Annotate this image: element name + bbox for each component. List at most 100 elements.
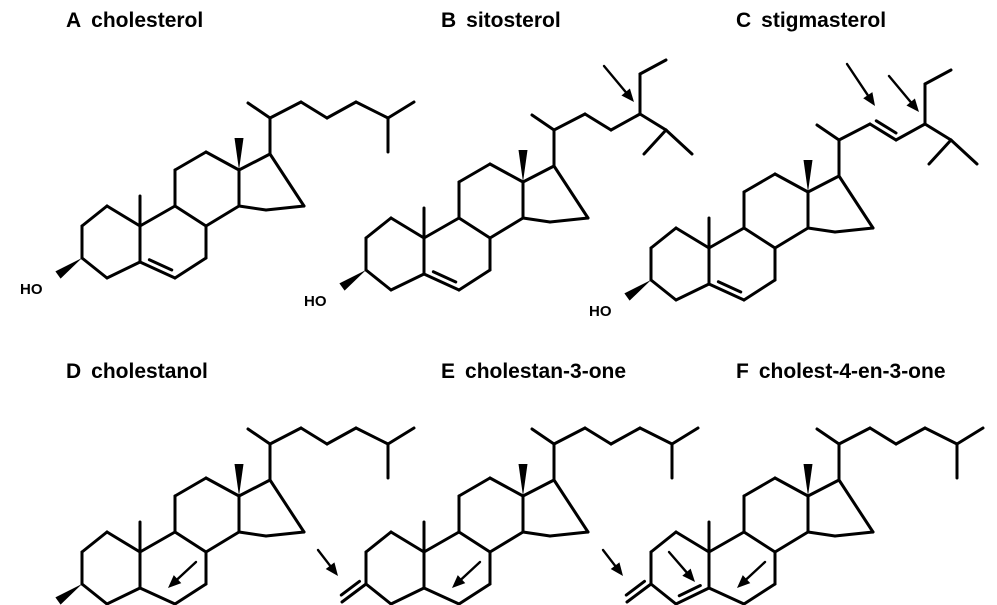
molecule-structure: HO bbox=[55, 426, 416, 605]
side-chain-bond bbox=[923, 68, 953, 86]
ring-bond bbox=[742, 226, 777, 250]
ring-bond bbox=[649, 278, 678, 302]
side-chain-bond bbox=[325, 426, 358, 446]
ring-bond bbox=[742, 476, 777, 498]
side-chain-bond bbox=[837, 426, 872, 446]
ring-bond bbox=[422, 586, 461, 605]
carbonyl-double-bond bbox=[339, 579, 362, 597]
ring-bond bbox=[674, 226, 711, 250]
carbonyl-double-bond bbox=[624, 579, 647, 597]
ring-bond bbox=[552, 164, 590, 220]
arrow-head bbox=[168, 575, 182, 588]
side-chain-bond bbox=[955, 426, 985, 446]
panel-letter: F bbox=[736, 360, 749, 383]
side-chain-bond bbox=[642, 128, 668, 156]
side-chain-bond bbox=[894, 122, 927, 142]
ring-bond bbox=[837, 478, 875, 534]
side-chain-bond bbox=[552, 112, 587, 132]
ring-bond bbox=[246, 101, 272, 120]
ring-bond bbox=[246, 427, 272, 446]
ring-bond bbox=[548, 530, 590, 538]
side-chain-bond bbox=[386, 100, 416, 120]
ring-bond bbox=[707, 282, 746, 302]
ring-bond bbox=[105, 260, 142, 280]
ring-bond bbox=[521, 216, 552, 224]
arrow-saturated-b-ring bbox=[737, 560, 767, 588]
side-chain-bond bbox=[868, 122, 898, 142]
ring-bond bbox=[422, 216, 461, 240]
side-chain-bond bbox=[583, 426, 613, 446]
ring-bond bbox=[457, 162, 492, 184]
ring-bond bbox=[173, 530, 208, 554]
ring-bond bbox=[521, 164, 556, 184]
ring-bond bbox=[237, 478, 272, 498]
arrow-ketone bbox=[316, 548, 338, 576]
arrow-saturated-b-ring bbox=[168, 560, 198, 588]
arrow-c4-double-bond bbox=[667, 550, 695, 582]
arrow-head bbox=[452, 575, 466, 588]
ring-bond bbox=[173, 204, 208, 228]
ring-bond bbox=[457, 476, 492, 498]
ring-bond bbox=[707, 586, 746, 605]
ring-bond bbox=[530, 427, 556, 446]
side-chain-bond bbox=[923, 122, 953, 142]
ring-bond bbox=[773, 530, 810, 554]
hydroxyl-label: HO bbox=[20, 281, 43, 298]
ring-bond bbox=[707, 530, 746, 554]
arrow-head bbox=[737, 575, 751, 588]
arrow-shaft bbox=[887, 74, 912, 104]
arrow-c24-ethyl bbox=[887, 74, 919, 112]
compound-name: cholesterol bbox=[91, 9, 203, 32]
arrow-head bbox=[863, 92, 875, 106]
arrow-shaft bbox=[745, 560, 767, 581]
hydroxyl-wedge bbox=[55, 258, 82, 279]
ring-bond bbox=[268, 152, 306, 208]
molecule-structure: O bbox=[601, 426, 985, 605]
ring-bond bbox=[521, 530, 552, 538]
ring-bond bbox=[80, 582, 109, 605]
ring-bond bbox=[815, 123, 841, 142]
side-chain-bond bbox=[268, 426, 303, 446]
ring-bond bbox=[389, 216, 426, 240]
hydroxyl-label: HO bbox=[304, 293, 327, 310]
ring-bond bbox=[105, 204, 142, 228]
ring-bond bbox=[138, 260, 177, 280]
ring-bond bbox=[389, 272, 426, 292]
compound-name: cholest-4-en-3-one bbox=[759, 360, 946, 383]
side-chain-bond bbox=[609, 426, 642, 446]
methyl-wedge bbox=[803, 160, 813, 192]
side-chain-bond bbox=[868, 426, 898, 446]
double-bond-5-6 bbox=[716, 280, 743, 294]
ring-bond bbox=[674, 282, 711, 302]
ring-bond bbox=[773, 172, 810, 194]
compound-name: cholestan-3-one bbox=[465, 360, 626, 383]
ring-bond bbox=[707, 226, 746, 250]
side-chain-bond bbox=[894, 426, 927, 446]
ring-bond bbox=[837, 174, 875, 230]
ring-bond bbox=[649, 226, 678, 250]
panel-letter: E bbox=[441, 360, 455, 383]
molecule-structure: HO bbox=[589, 62, 979, 320]
ring-bond bbox=[364, 582, 393, 605]
ring-bond bbox=[530, 113, 556, 132]
ring-bond bbox=[268, 478, 306, 534]
ring-bond bbox=[364, 530, 393, 554]
ring-bond bbox=[649, 530, 678, 554]
ring-bond bbox=[264, 204, 306, 212]
ring-bond bbox=[389, 530, 426, 554]
side-chain-bond bbox=[638, 112, 668, 132]
side-chain-bond bbox=[837, 122, 872, 142]
side-chain-bond bbox=[354, 100, 390, 120]
ring-bond bbox=[488, 476, 525, 498]
hydroxyl-wedge bbox=[55, 584, 82, 605]
ring-bond bbox=[488, 530, 525, 554]
methyl-wedge bbox=[803, 464, 813, 496]
ring-bond bbox=[364, 268, 393, 292]
ring-bond bbox=[105, 586, 142, 605]
ring-bond bbox=[488, 216, 525, 240]
